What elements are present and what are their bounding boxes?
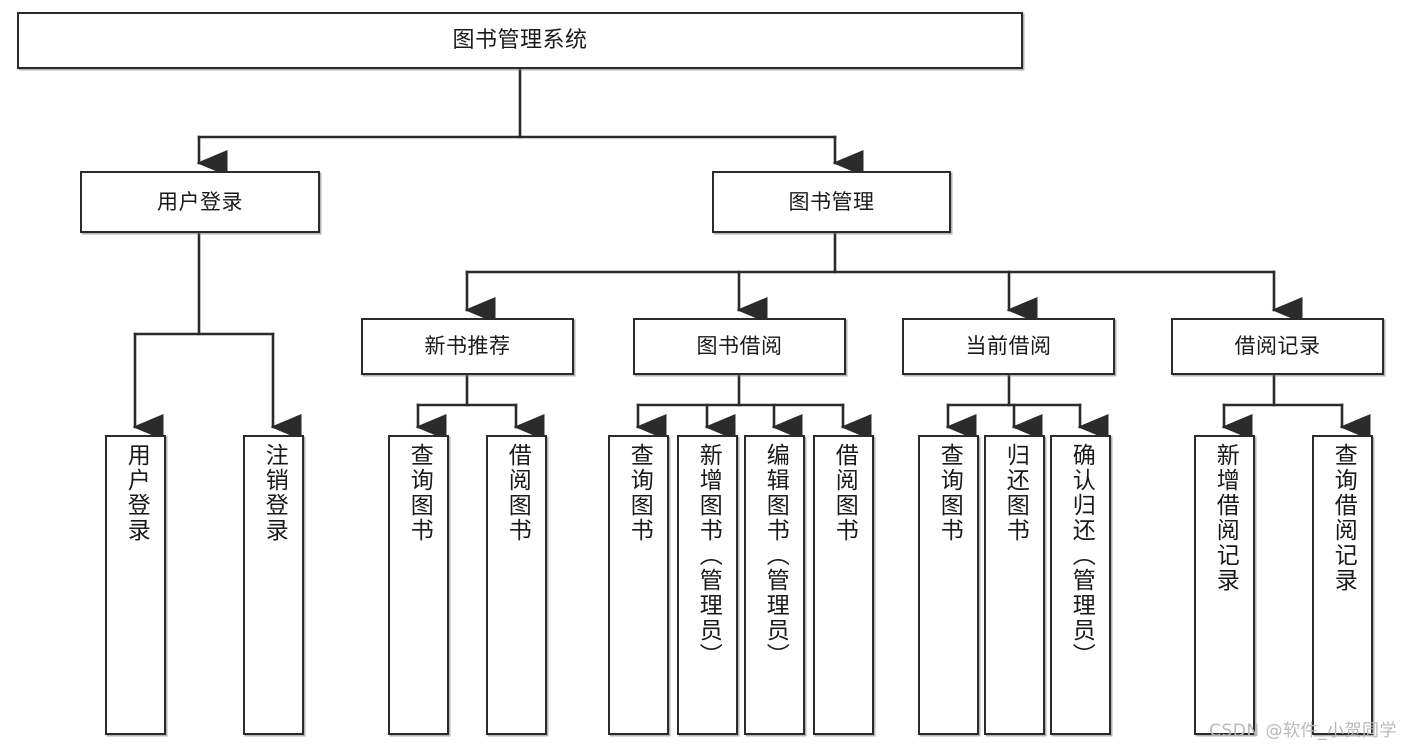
leaf-current-borrow-confirm[interactable]: 确认归还（管理员） [1050, 435, 1111, 735]
leaf-current-borrow-return-label: 归还图书 [1002, 443, 1029, 543]
node-new-book-recommend[interactable]: 新书推荐 [361, 318, 574, 375]
leaf-book-borrow-edit[interactable]: 编辑图书（管理员） [744, 435, 805, 735]
leaf-new-book-query-label: 查询图书 [406, 443, 433, 543]
leaf-book-borrow-add[interactable]: 新增图书（管理员） [677, 435, 738, 735]
leaf-current-borrow-query-label: 查询图书 [936, 443, 963, 543]
node-borrow-record-label: 借阅记录 [1234, 334, 1321, 359]
node-new-book-recommend-label: 新书推荐 [424, 334, 511, 359]
node-book-management[interactable]: 图书管理 [712, 171, 951, 233]
leaf-borrow-record-query-label: 查询借阅记录 [1330, 443, 1357, 593]
leaf-borrow-record-query[interactable]: 查询借阅记录 [1312, 435, 1373, 735]
leaf-book-borrow-query[interactable]: 查询图书 [608, 435, 669, 735]
node-current-borrow-label: 当前借阅 [965, 334, 1052, 359]
leaf-new-book-borrow-label: 借阅图书 [504, 443, 531, 543]
leaf-book-borrow-borrow[interactable]: 借阅图书 [813, 435, 874, 735]
leaf-book-borrow-borrow-label: 借阅图书 [831, 443, 858, 543]
leaf-borrow-record-add[interactable]: 新增借阅记录 [1194, 435, 1255, 735]
leaf-current-borrow-return[interactable]: 归还图书 [984, 435, 1045, 735]
leaf-user-login-signin[interactable]: 用户登录 [105, 435, 166, 735]
leaf-new-book-query[interactable]: 查询图书 [388, 435, 449, 735]
node-root-label: 图书管理系统 [452, 27, 588, 53]
watermark: CSDN @软件_小贺同学 [1209, 721, 1397, 741]
leaf-borrow-record-add-label: 新增借阅记录 [1212, 443, 1239, 593]
leaf-new-book-borrow[interactable]: 借阅图书 [486, 435, 547, 735]
node-user-login[interactable]: 用户登录 [80, 171, 320, 233]
leaf-current-borrow-confirm-label: 确认归还（管理员） [1068, 443, 1095, 668]
leaf-current-borrow-query[interactable]: 查询图书 [918, 435, 979, 735]
leaf-user-login-signout-label: 注销登录 [261, 443, 288, 543]
leaf-user-login-signout[interactable]: 注销登录 [243, 435, 304, 735]
leaf-book-borrow-query-label: 查询图书 [626, 443, 653, 543]
node-user-login-label: 用户登录 [157, 189, 243, 214]
node-current-borrow[interactable]: 当前借阅 [902, 318, 1115, 375]
node-root[interactable]: 图书管理系统 [17, 12, 1023, 69]
node-book-borrow-label: 图书借阅 [696, 334, 783, 359]
leaf-user-login-signin-label: 用户登录 [123, 443, 150, 543]
leaf-book-borrow-add-label: 新增图书（管理员） [695, 443, 722, 668]
node-book-management-label: 图书管理 [788, 189, 875, 214]
node-book-borrow[interactable]: 图书借阅 [633, 318, 846, 375]
node-borrow-record[interactable]: 借阅记录 [1171, 318, 1384, 375]
leaf-book-borrow-edit-label: 编辑图书（管理员） [762, 443, 789, 668]
